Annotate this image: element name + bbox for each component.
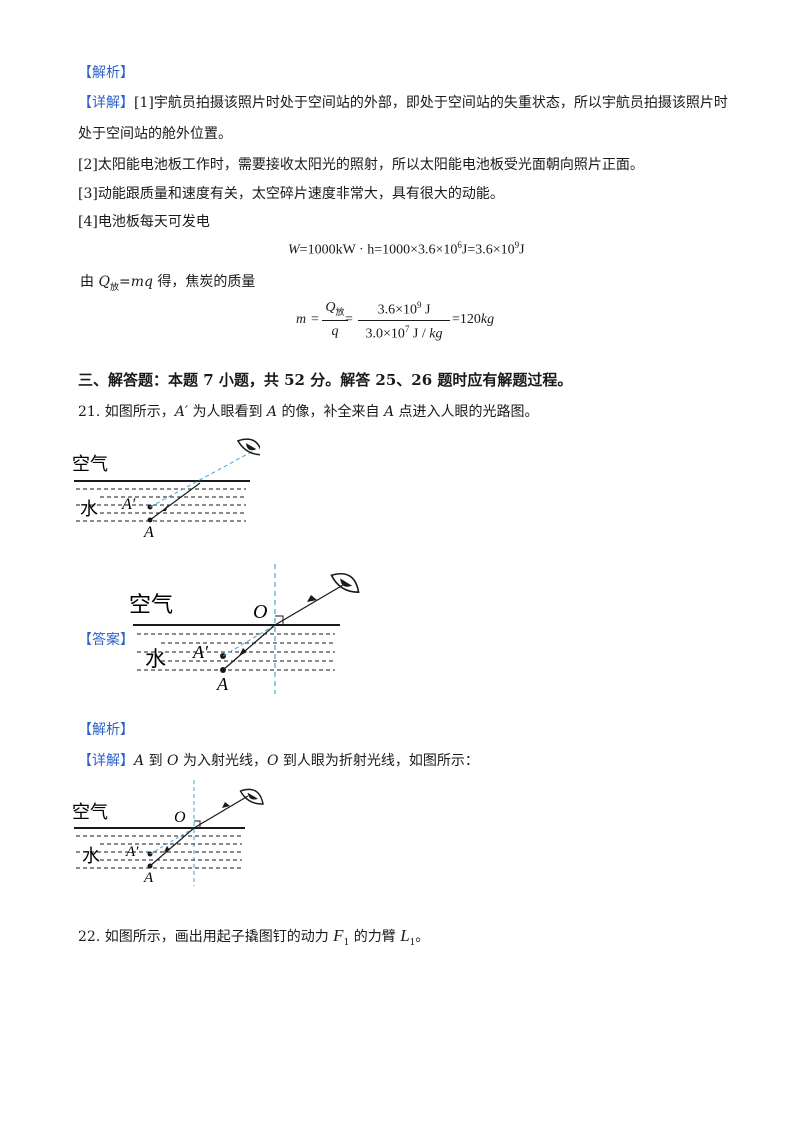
detail-tag: 【详解】 [78, 95, 134, 111]
detail-line-1: 【详解】[1]宇航员拍摄该照片时处于空间站的外部，即处于空间站的失重状态，所以宇… [78, 93, 728, 113]
water-label: 水 [82, 846, 100, 867]
a-prime-label: A′ [125, 844, 139, 860]
air-label: 空气 [72, 454, 108, 475]
arrow-head-refracted [222, 802, 230, 808]
detail-line-2: 处于空间站的舱外位置。 [78, 126, 232, 142]
result: =120kg [452, 312, 495, 327]
den-value: 3.0×107 J / kg [365, 324, 443, 342]
question-21: 21. 如图所示，A′ 为人眼看到 A 的像，补全来自 A 点进入人眼的光路图。 [78, 404, 539, 420]
detail-text-1: [1]宇航员拍摄该照片时处于空间站的外部，即处于空间站的失重状态，所以宇航员拍摄… [134, 95, 728, 111]
question-22: 22. 如图所示，画出用起子撬图钉的动力 F1 的力臂 L1。 [78, 926, 430, 948]
point-3: [3]动能跟质量和速度有关，太空碎片速度非常大，具有很大的动能。 [78, 186, 504, 202]
point-2: [2]太阳能电池板工作时，需要接收太阳光的照射，所以太阳能电池板受光面朝向照片正… [78, 157, 644, 173]
water-label: 水 [145, 647, 166, 671]
arrow-head-refracted [307, 595, 317, 602]
a-label: A [143, 870, 154, 886]
detail-2: 【详解】A 到 O 为入射光线，O 到人眼为折射光线，如图所示： [78, 753, 479, 769]
figure-question: 空气 水 A′ A [72, 438, 260, 541]
right-angle-mark [194, 820, 201, 828]
q-release-line: 由 Q放=mq 得，焦炭的质量 [80, 274, 256, 293]
a-prime-label: A′ [121, 496, 136, 513]
analysis-tag-2: 【解析】 [78, 722, 134, 738]
figure-answer: 空气 水 O A′ A [129, 564, 360, 694]
figure-explanation: 空气 水 O A′ A [72, 780, 264, 886]
answer-tag: 【答案】 [78, 632, 134, 648]
a-label: A [216, 674, 229, 694]
formula-w: W=1000kW · h=1000×3.6×106J=3.6×109J [288, 240, 525, 258]
refracted-ray [193, 795, 249, 829]
right-angle-mark [275, 615, 284, 624]
air-label: 空气 [72, 802, 108, 823]
light-ray-q [149, 482, 201, 521]
section-3-heading: 三、解答题：本题 7 小题，共 52 分。解答 25、26 题时应有解题过程。 [78, 371, 573, 389]
water-lines [76, 835, 242, 869]
eye-icon [330, 572, 360, 594]
arrow-head-q [162, 505, 168, 511]
arrow-head-incident [239, 648, 247, 656]
water-label: 水 [80, 499, 98, 520]
point-4: [4]电池板每天可发电 [78, 214, 210, 230]
analysis-tag: 【解析】 [78, 65, 134, 81]
frac-bar-2 [358, 320, 450, 321]
o-label: O [253, 601, 267, 623]
incident-ray [222, 624, 276, 671]
water-lines [76, 488, 246, 522]
a-label: A [143, 524, 154, 541]
dashed-image-line [222, 624, 276, 657]
incident-ray [149, 827, 195, 867]
dashed-sight-line [149, 449, 256, 508]
q-numerator: Q放 [325, 300, 345, 317]
refracted-ray [274, 584, 344, 626]
frac-bar-1 [322, 320, 348, 321]
arrow-head-incident [164, 846, 170, 852]
dashed-image-line [149, 827, 195, 855]
o-label: O [174, 809, 186, 826]
eye-icon [239, 788, 264, 805]
eye-icon [236, 438, 260, 456]
a-prime-label: A′ [192, 642, 209, 662]
air-label: 空气 [129, 593, 173, 618]
num-value: 3.6×109 J [377, 300, 431, 318]
water-lines [137, 633, 335, 671]
